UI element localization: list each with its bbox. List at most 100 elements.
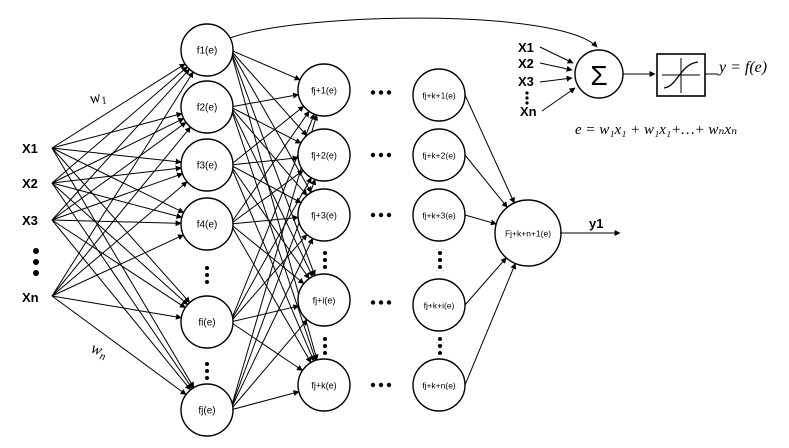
layer2-node-0-label: fj+1(e): [311, 86, 337, 96]
edge: [51, 147, 195, 389]
layer2-node-1-label: fj+2(e): [311, 151, 337, 161]
inset-input-ellipsis: [525, 91, 529, 105]
layer1-node-5: fj(e): [180, 383, 234, 437]
edge: [51, 295, 187, 395]
layer3-node-3-label: fj+k+i(e): [424, 301, 455, 311]
edge: [51, 295, 182, 320]
layer2-node-1: fj+2(e): [297, 128, 351, 182]
edge: [51, 121, 187, 221]
layer3-ellipsis-upper: [438, 251, 442, 269]
edge: [464, 257, 507, 306]
input-label-xn: Xn: [22, 290, 39, 305]
edge: [229, 106, 314, 278]
layer3-node-1-circle: [412, 128, 466, 182]
gap-dot: [386, 90, 392, 95]
layer2-node-0-circle: [297, 63, 351, 117]
weight-label-w1: w1: [88, 87, 108, 109]
edge: [230, 92, 300, 108]
layer3-node-4-circle: [412, 358, 466, 412]
layer2-node-1-circle: [297, 128, 351, 182]
network-nodes: f1(e) f2(e) f3(e) f4(e) fi(e) fj(e) fj+1(e) fj+…: [180, 23, 562, 437]
edge: [464, 94, 515, 204]
edge: [51, 147, 191, 304]
edge: [51, 165, 182, 184]
edge: [51, 71, 194, 297]
gap-dot: [370, 90, 376, 95]
layer1-node-3: f4(e): [180, 197, 234, 251]
layer2-node-3: fj+i(e): [297, 273, 351, 327]
output-node-label: Fj+k+n+1(e): [505, 229, 551, 239]
edge: [230, 321, 303, 371]
edge: [230, 319, 308, 411]
layer1-node-1: f2(e): [180, 80, 234, 134]
output-label-y1: y1: [589, 216, 603, 231]
edge: [230, 49, 308, 137]
edge: [51, 182, 183, 219]
gap-dot: [386, 382, 392, 388]
edge: [229, 237, 314, 411]
layer1-node-2-circle: [180, 138, 234, 192]
inset-input-x3: X3: [518, 74, 534, 89]
gap-dot: [386, 212, 392, 218]
gap-dot: [378, 382, 384, 388]
layer1-node-5-label: fj(e): [198, 406, 215, 417]
weight-label-wn: wn: [88, 340, 110, 364]
layer3-node-1: fj+k+2(e): [412, 128, 466, 182]
layer1-node-0: f1(e): [180, 23, 234, 77]
edge: [51, 147, 182, 165]
layer2-node-3-circle: [297, 273, 351, 327]
layer1-node-0-circle: [180, 23, 234, 77]
edge: [51, 219, 182, 227]
edge: [464, 154, 508, 208]
layer3-node-4: fj+k+n(e): [412, 358, 466, 412]
edge: [51, 112, 183, 149]
gap-dot: [378, 300, 384, 305]
edge: [229, 223, 312, 364]
edge: [229, 49, 312, 193]
layer3-node-0: fj+k+1(e): [412, 68, 466, 122]
layer2-node-2-circle: [297, 188, 351, 242]
gap-dot: [370, 300, 376, 305]
layer2-ellipsis-lower: [323, 337, 327, 355]
gap-dot: [386, 300, 392, 305]
layer3-node-3: fj+k+i(e): [412, 278, 466, 332]
layer2-node-2-label: fj+3(e): [311, 211, 337, 221]
skip-arc: [229, 17, 598, 48]
layer1-node-4-label: fi(e): [198, 318, 215, 329]
activation-function-box: [656, 53, 706, 97]
input-ellipsis: [33, 248, 39, 276]
edge: [230, 164, 302, 204]
layer2-ellipsis-upper: [323, 251, 327, 269]
neuron-model-inset: X1 X2 X3 Xn Σ y = f(e) e = w₁x₁ + w₁x₁+……: [518, 40, 767, 138]
input-label-x2: X2: [22, 176, 38, 191]
edge: [464, 262, 517, 386]
edge: [229, 110, 310, 225]
output-node: Fj+k+n+1(e): [494, 199, 562, 267]
edge: [230, 106, 308, 196]
layer2-node-4-label: fj+k(e): [311, 381, 336, 391]
layer3-ellipsis-lower: [438, 337, 442, 355]
gap-dot: [370, 152, 376, 158]
layer1-node-2-label: f3(e): [197, 161, 218, 172]
input-label-x1: X1: [22, 141, 38, 156]
edge: [230, 49, 301, 81]
edge: [51, 68, 190, 221]
layer2-node-4: fj+k(e): [297, 358, 351, 412]
gap-dot: [370, 382, 376, 388]
edge: [230, 170, 304, 225]
edge: [230, 106, 302, 144]
edge: [229, 177, 312, 323]
edge: [229, 164, 310, 280]
layer1-node-2: f3(e): [180, 138, 234, 192]
edge: [51, 126, 191, 297]
output-equation: y = f(e): [717, 59, 767, 76]
edge: [51, 66, 188, 184]
layer3-node-0-label: fj+k+1(e): [422, 91, 456, 101]
edge: [230, 390, 300, 411]
edge: [230, 105, 305, 166]
inset-input-xn: Xn: [520, 104, 537, 119]
layer1-node-0-label: f1(e): [197, 46, 218, 57]
edge: [230, 223, 305, 284]
layer3-node-2: fj+k+3(e): [412, 188, 466, 242]
